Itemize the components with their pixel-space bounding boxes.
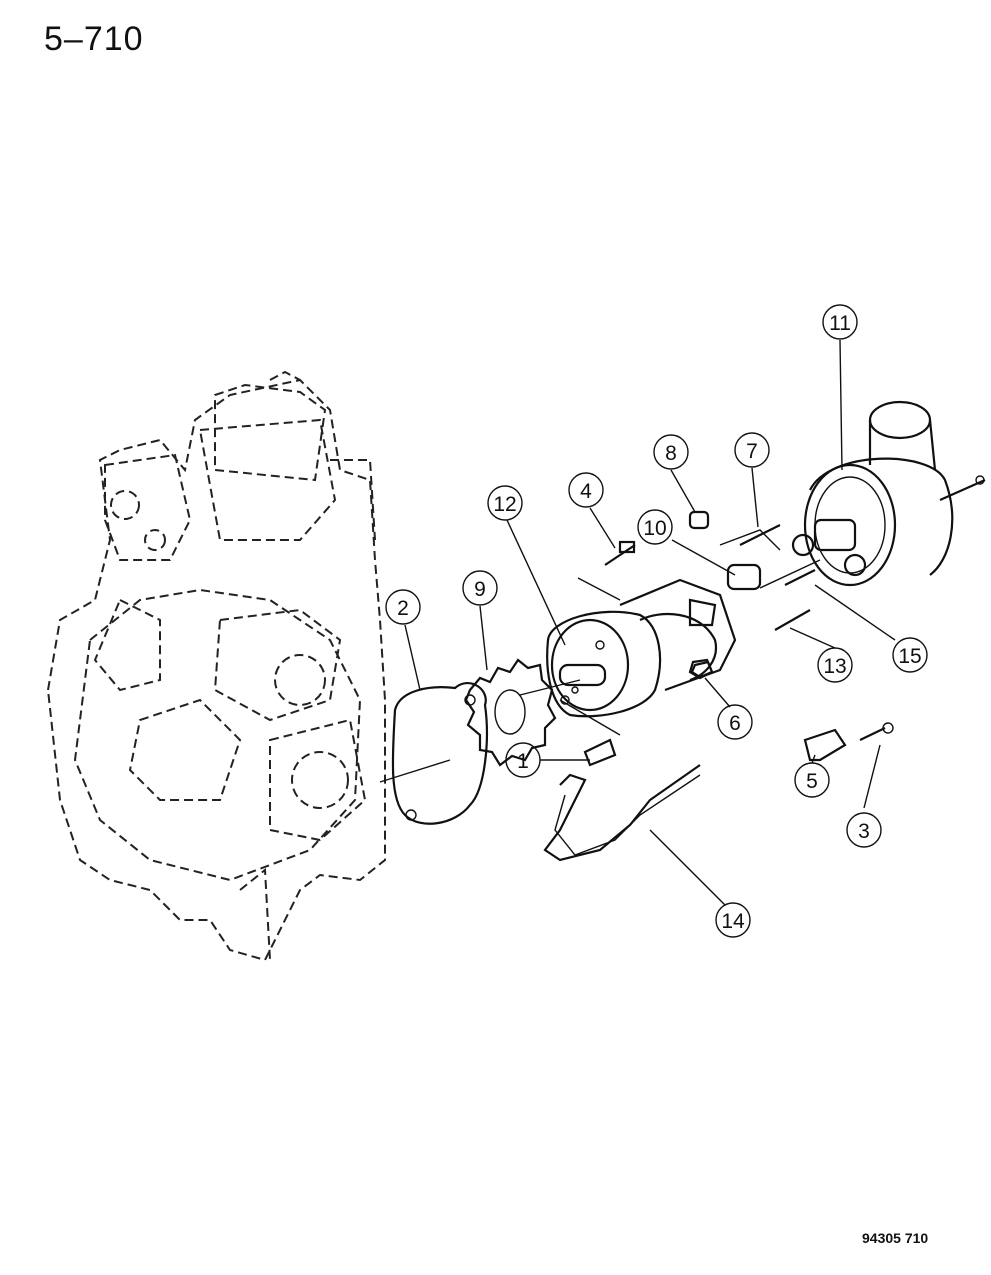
callout-5: 5 (794, 762, 830, 798)
pump-reservoir-assembly (791, 400, 986, 587)
svg-text:10: 10 (643, 517, 666, 540)
svg-text:6: 6 (729, 712, 741, 735)
pump-body (546, 578, 737, 718)
drive-gear (464, 658, 557, 767)
callout-13: 13 (817, 647, 853, 683)
svg-text:9: 9 (474, 578, 486, 601)
figure-code: 94305 710 (862, 1230, 929, 1246)
callout-11: 11 (822, 304, 858, 340)
svg-text:5: 5 (806, 770, 818, 793)
svg-text:3: 3 (858, 820, 870, 843)
svg-text:7: 7 (746, 440, 758, 463)
svg-text:2: 2 (397, 597, 409, 620)
svg-text:1: 1 (517, 750, 529, 773)
svg-text:12: 12 (493, 493, 516, 516)
callout-15: 15 (892, 637, 928, 673)
svg-text:13: 13 (823, 655, 846, 678)
callout-4: 4 (568, 472, 604, 508)
callout-14: 14 (715, 902, 751, 938)
svg-text:11: 11 (829, 312, 851, 335)
callout-1: 1 (505, 742, 541, 778)
callout-leaders (404, 339, 896, 906)
callout-7: 7 (734, 432, 770, 468)
callout-12: 12 (487, 485, 523, 521)
callout-9: 9 (462, 570, 498, 606)
callout-2: 2 (385, 589, 421, 625)
callout-8: 8 (653, 434, 689, 470)
callout-3: 3 (846, 812, 882, 848)
svg-text:15: 15 (898, 645, 921, 668)
svg-text:4: 4 (580, 480, 592, 503)
gasket (379, 681, 488, 825)
callouts: 1 2 3 4 5 6 7 8 (385, 304, 928, 938)
callout-10: 10 (637, 509, 673, 545)
svg-text:8: 8 (665, 442, 677, 465)
svg-text:14: 14 (721, 910, 745, 933)
engine-block (46, 370, 386, 962)
page-id: 5–710 (44, 20, 144, 58)
callout-6: 6 (717, 704, 753, 740)
small-parts (519, 510, 894, 862)
